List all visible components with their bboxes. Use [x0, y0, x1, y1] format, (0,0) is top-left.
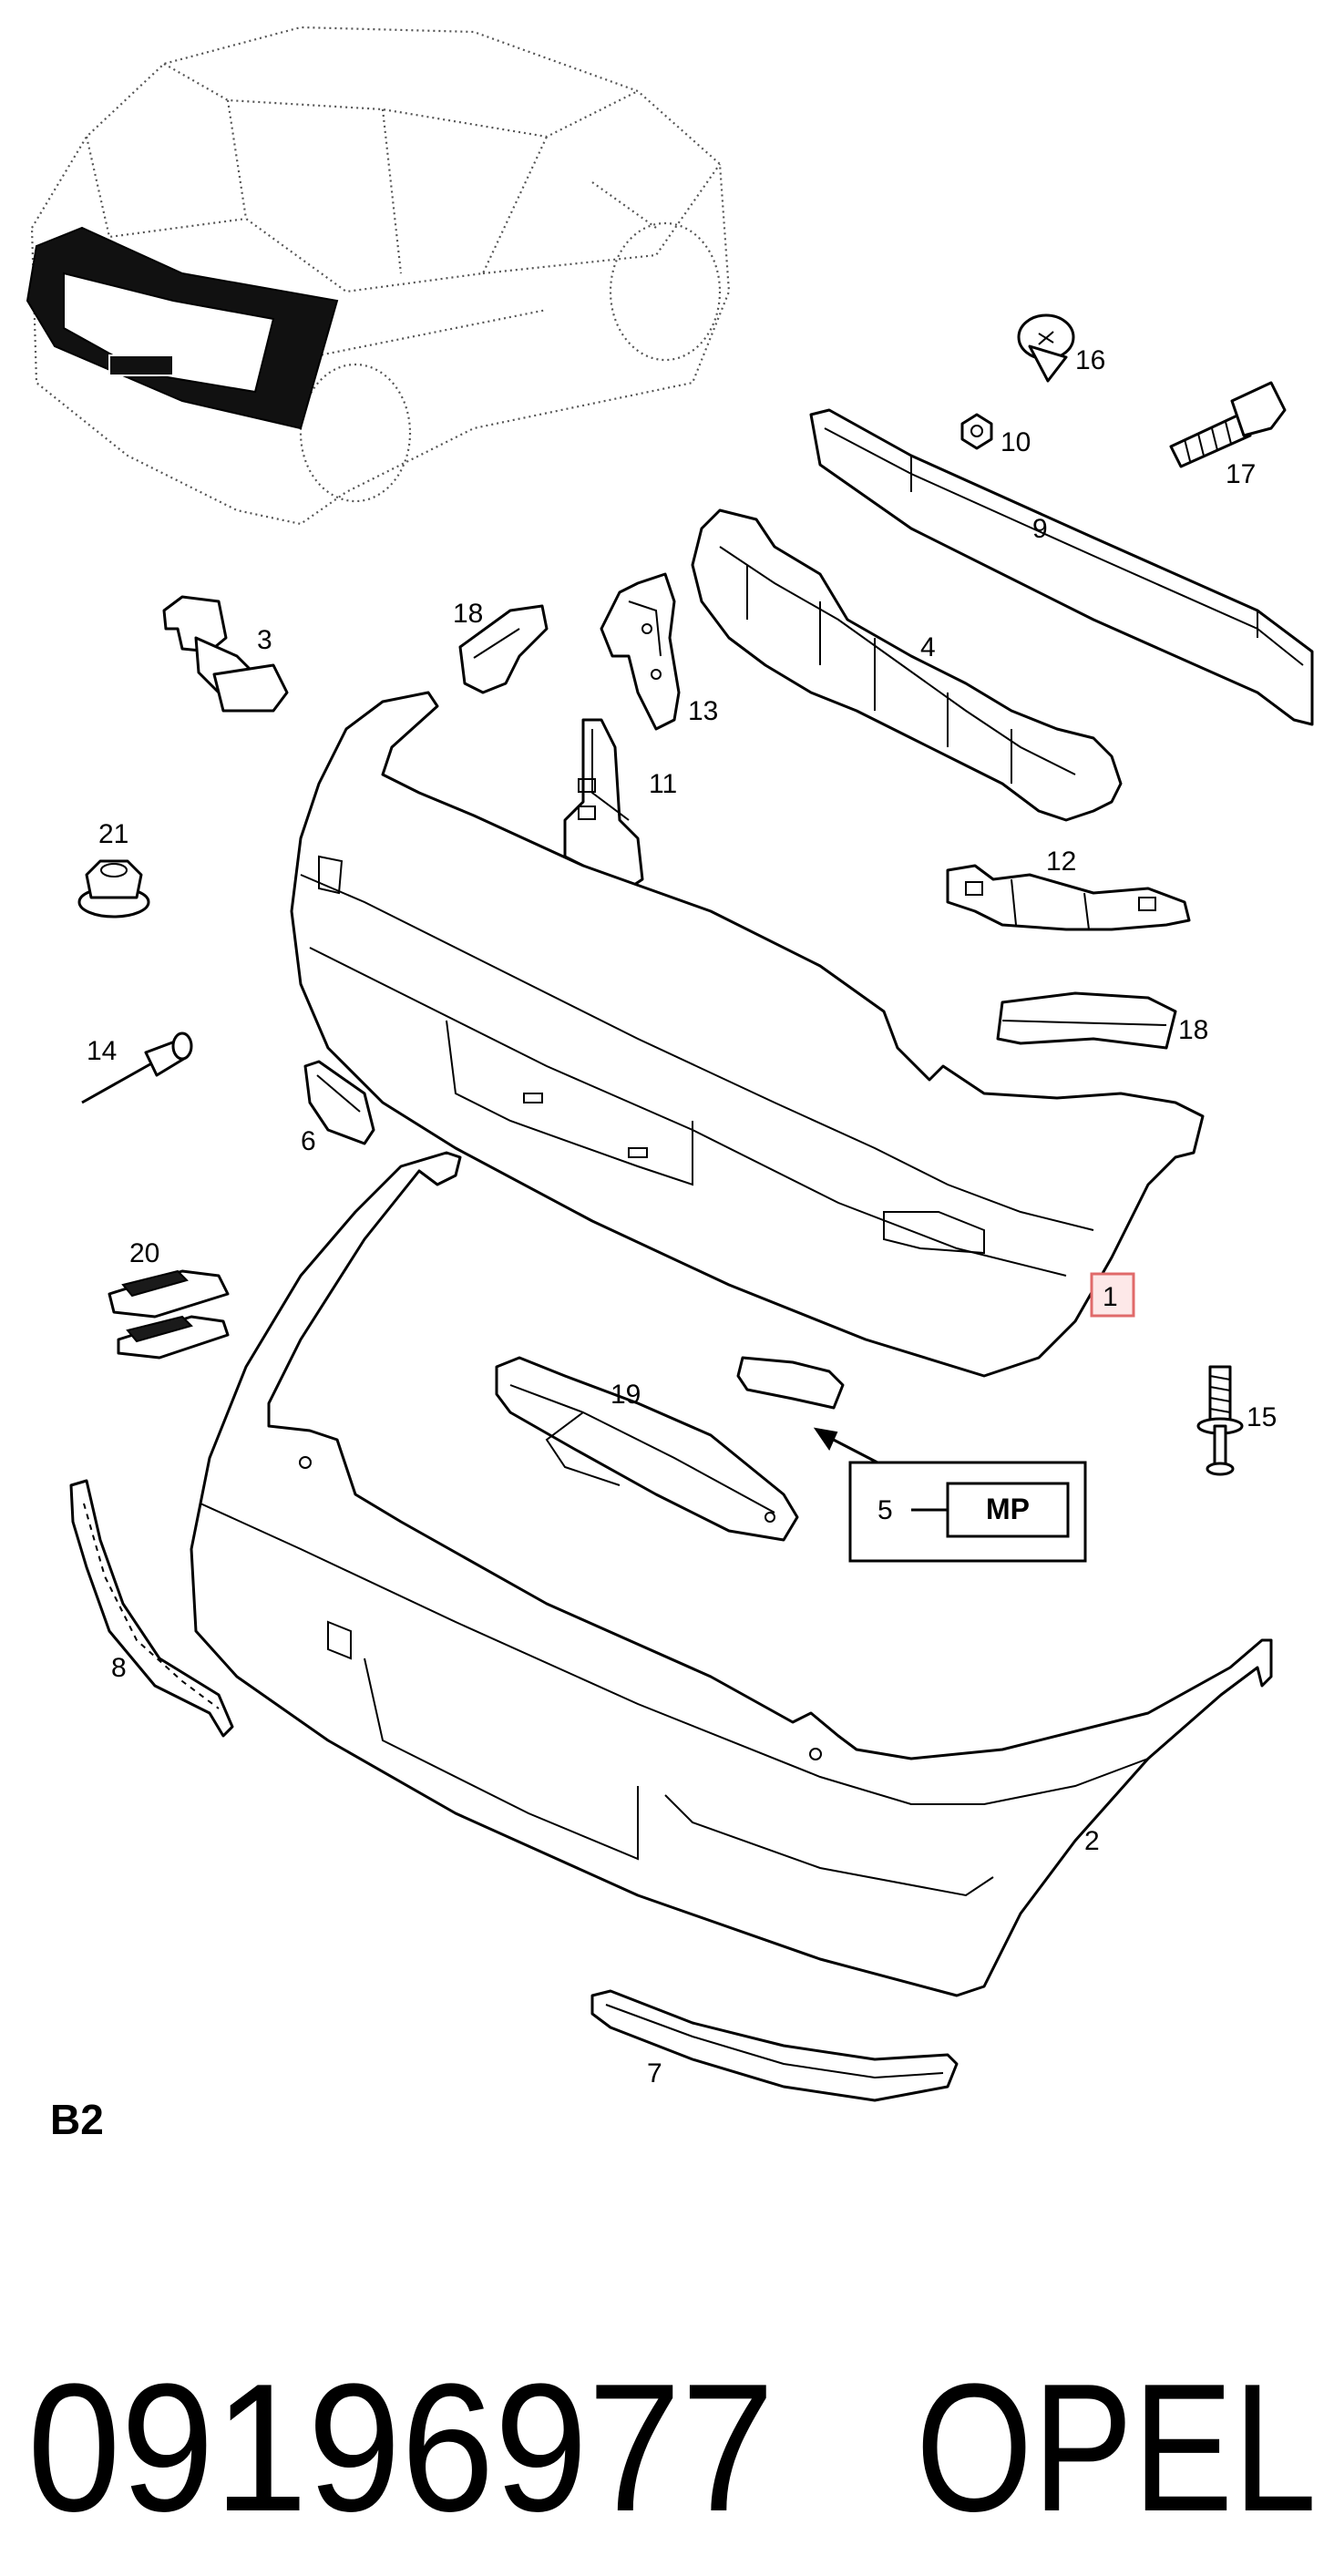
callout-7: 7: [647, 2058, 662, 2089]
part-10-nut: [960, 413, 993, 450]
callout-15: 15: [1247, 1402, 1277, 1432]
part-3-bracket: [162, 595, 289, 713]
callout-17: 17: [1226, 459, 1256, 489]
mp-callout-box: 5 MP: [848, 1461, 1087, 1563]
callout-14: 14: [87, 1036, 117, 1066]
part-6-reflector: [303, 1060, 375, 1145]
vehicle-locator-sketch: [26, 26, 731, 526]
callout-16: 16: [1075, 345, 1105, 375]
callout-3: 3: [257, 625, 272, 655]
part-18-upper: [458, 604, 549, 694]
callout-6: 6: [301, 1126, 316, 1156]
callout-1: 1: [1103, 1282, 1118, 1312]
callout-11: 11: [649, 769, 677, 799]
callout-8: 8: [111, 1653, 127, 1683]
part-15-bolt: [1196, 1365, 1244, 1476]
group-code: B2: [50, 2096, 104, 2143]
part-14-rivet: [81, 1031, 193, 1104]
part-4-absorber: [691, 508, 1123, 822]
callout-2: 2: [1084, 1826, 1100, 1856]
callout-18-lower: 18: [1178, 1015, 1208, 1045]
part-17-bolt: [1169, 381, 1287, 468]
part-number: 09196977: [27, 2346, 775, 2550]
callout-9: 9: [1032, 514, 1048, 544]
part-21-nut: [77, 859, 150, 919]
part-1-bumper-cover: [290, 691, 1205, 1378]
callout-4: 4: [920, 632, 936, 662]
callout-18-upper: 18: [453, 599, 483, 629]
part-18-lower: [996, 991, 1177, 1050]
part-2-bumper-lower: [190, 1151, 1273, 1997]
part-20-clips: [108, 1269, 230, 1360]
part-16-screw: [1017, 313, 1075, 383]
part-13-bracket: [600, 572, 681, 731]
part-19-bracket: [495, 1356, 799, 1542]
part-12-bracket: [946, 864, 1191, 931]
part-9-strip: [809, 408, 1314, 726]
callout-20: 20: [129, 1238, 159, 1268]
mp-label: MP: [986, 1493, 1030, 1525]
callout-10: 10: [1000, 427, 1031, 457]
callout-5: 5: [877, 1495, 893, 1525]
callout-13: 13: [688, 696, 718, 726]
part-5-reflector: [736, 1356, 845, 1410]
callout-21: 21: [98, 819, 128, 849]
part-8-strip: [69, 1479, 234, 1738]
brand-name: OPEL: [916, 2346, 1317, 2550]
callout-12: 12: [1046, 847, 1076, 877]
part-7-strip: [590, 1989, 959, 2102]
callout-1-highlight: [1090, 1272, 1135, 1318]
callout-19: 19: [611, 1380, 641, 1410]
